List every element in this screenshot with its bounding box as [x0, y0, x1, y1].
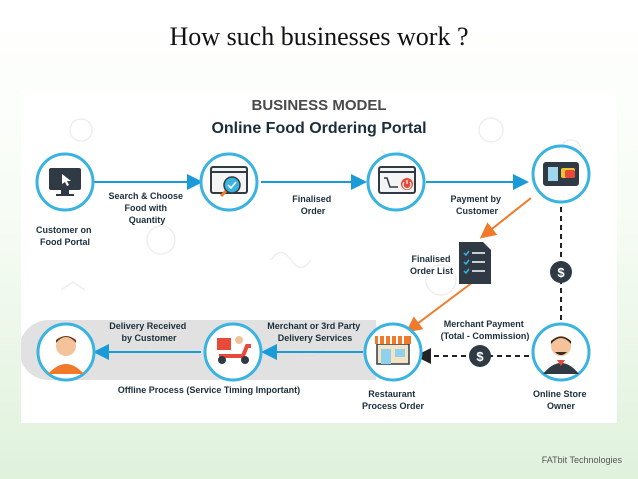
caption-restaurant: Restaurant Process Order: [362, 389, 425, 411]
browser-search-icon: [210, 166, 248, 198]
order-list-icon: [459, 242, 491, 284]
label-offline-process: Offline Process (Service Timing Importan…: [118, 385, 300, 395]
label-search-choose: Search & Choose Food with Quantity: [108, 191, 185, 225]
cart-node: [366, 152, 426, 212]
diagram-heading: BUSINESS MODEL: [251, 97, 386, 114]
label-merchant-payment: Merchant Payment (Total - Commission): [441, 319, 530, 341]
arrow-orange-upper: [479, 197, 532, 239]
dollar-symbol: $: [557, 265, 565, 280]
slide-title: How such businesses work ?: [169, 22, 469, 51]
label-finalised-order-list: Finalised Order List: [410, 254, 453, 276]
dollar-badge-horizontal: $: [469, 345, 491, 367]
offline-band: [21, 320, 376, 380]
store-owner-node: [531, 322, 591, 382]
customer-node: [36, 322, 96, 382]
business-model-diagram: BUSINESS MODEL Online Food Ordering Port…: [21, 90, 617, 423]
arrow-orange-lower: [405, 281, 474, 333]
label-delivery-received: Delivery Received by Customer: [109, 321, 189, 343]
delivery-scooter-icon: [217, 336, 251, 364]
monitor-icon: [49, 168, 81, 196]
customer-portal-node: [35, 152, 95, 212]
restaurant-node: [363, 322, 423, 382]
label-finalised-order: Finalised Order: [292, 194, 334, 216]
label-delivery-services: Merchant or 3rd Party Delivery Services: [267, 321, 363, 343]
store-owner-avatar-icon: [543, 336, 579, 374]
dollar-symbol: $: [476, 349, 484, 364]
delivery-node: [203, 322, 263, 382]
label-payment-by-customer: Payment by Customer: [450, 194, 503, 216]
search-node: [199, 152, 259, 212]
customer-avatar-icon: [48, 336, 84, 374]
caption-customer-portal: Customer on Food Portal: [36, 225, 94, 247]
diagram-subheading: Online Food Ordering Portal: [211, 120, 426, 137]
payment-node: [531, 144, 591, 204]
dollar-badge-vertical: $: [550, 261, 572, 283]
shopping-cart-icon: [378, 166, 416, 194]
caption-store-owner: Online Store Owner: [533, 389, 589, 411]
footer-credit: FATbit Technologies: [541, 455, 622, 465]
card-terminal-icon: [543, 162, 579, 186]
restaurant-storefront-icon: [375, 336, 411, 365]
